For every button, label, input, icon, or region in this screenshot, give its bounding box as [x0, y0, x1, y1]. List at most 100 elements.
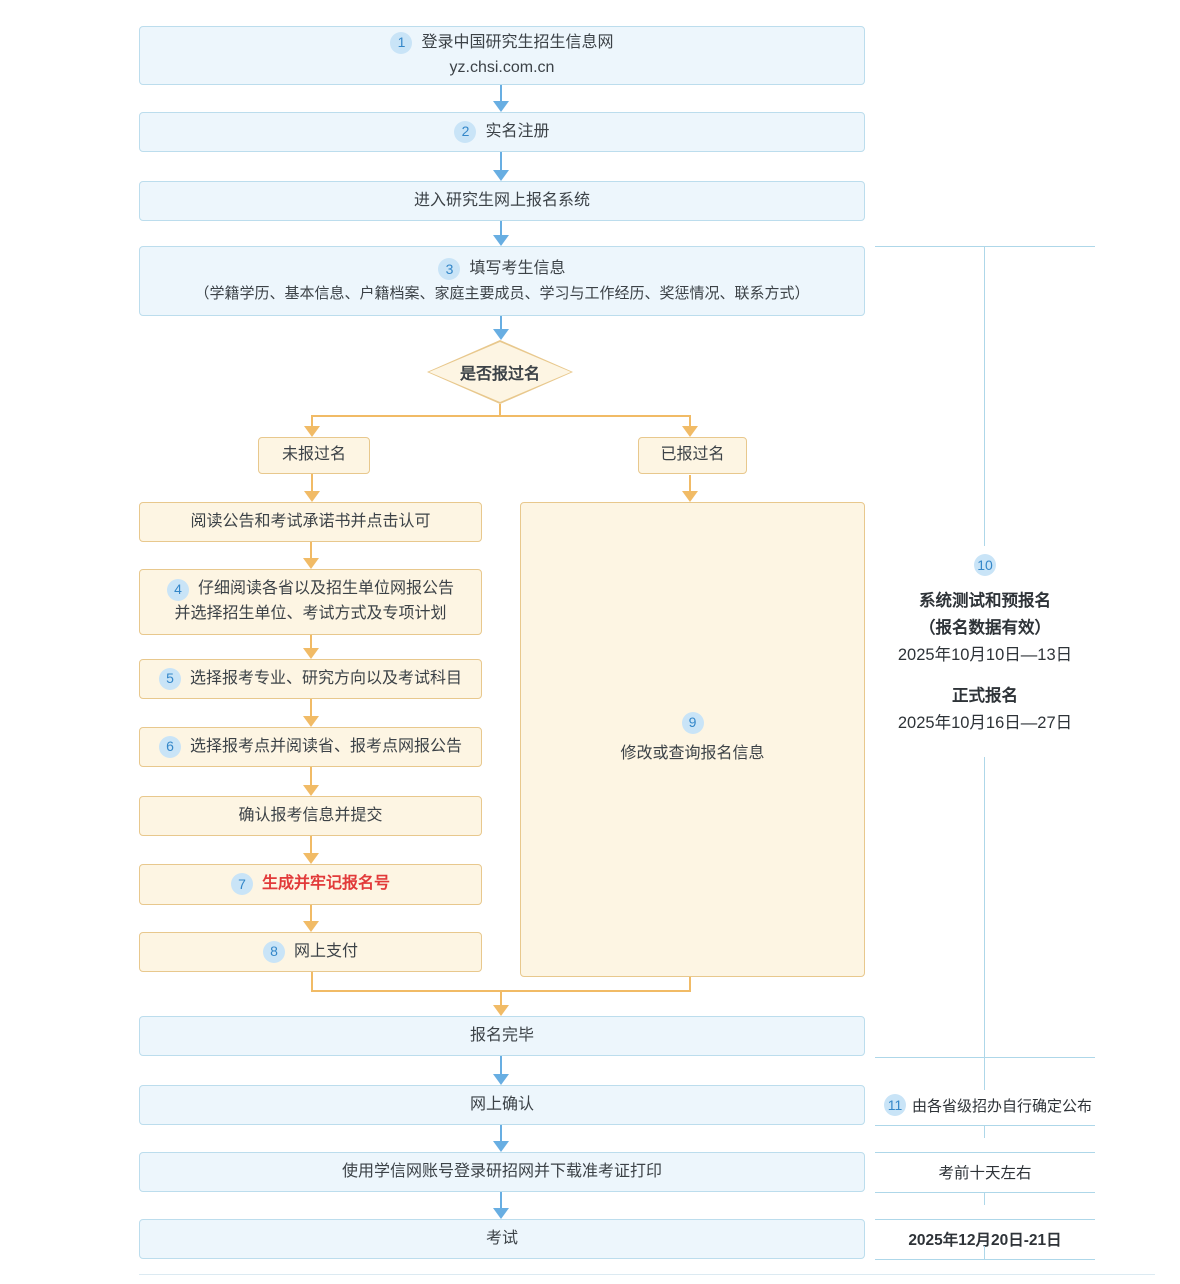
branch-registered-label: 已报过名 [660, 446, 725, 464]
flow-arrow-down-icon [303, 905, 319, 932]
step-enter-system-box: 进入研究生网上报名系统 [139, 181, 865, 221]
connector-line [310, 972, 314, 991]
step-fill-info-label: 填写考生信息 [469, 259, 566, 277]
flow-arrow-down-icon [303, 542, 319, 569]
annotation-note11: 11 由各省级招办自行确定公布 [884, 1092, 1092, 1118]
annotation-tick [984, 1125, 985, 1138]
step6-number-badge: 6 [158, 735, 181, 758]
exam-date-label: 2025年12月20日-21日 [908, 1232, 1062, 1249]
step-registration-done-box: 报名完毕 [139, 1016, 865, 1056]
step-download-ticket-label: 使用学信网账号登录研招网并下载准考证打印 [341, 1162, 662, 1180]
note11-label: 由各省级招办自行确定公布 [912, 1097, 1093, 1115]
branch-arrow-down-icon [304, 474, 320, 502]
step-confirm-submit-box: 确认报考信息并提交 [139, 796, 482, 836]
note10-date2: 2025年10月16日—27日 [897, 714, 1073, 732]
branch-not-registered-label: 未报过名 [281, 446, 346, 464]
connector-line [688, 977, 692, 991]
step1-number-badge: 1 [390, 32, 413, 55]
flow-arrow-down-icon [493, 316, 509, 340]
annotation-rule [875, 1259, 1095, 1260]
flow-arrow-down-icon [493, 1056, 509, 1085]
step-exam-box: 考试 [139, 1219, 865, 1259]
step8-number-badge: 8 [262, 940, 285, 963]
annotation-rule [875, 1057, 1095, 1058]
annotation-tick [984, 1192, 985, 1205]
step-pay-online-box: 8 网上支付 [139, 932, 482, 972]
step-download-ticket-box: 使用学信网账号登录研招网并下载准考证打印 [139, 1152, 865, 1192]
branch-arrow-down-icon [682, 415, 698, 437]
step-fill-info-box: 3 填写考生信息 （学籍学历、基本信息、户籍档案、家庭主要成员、学习与工作经历、… [139, 246, 865, 316]
annotation-spine [984, 757, 985, 1057]
step-register-label: 实名注册 [485, 122, 550, 140]
step-choose-site-box: 6 选择报考点并阅读省、报考点网报公告 [139, 727, 482, 767]
step-enter-system-label: 进入研究生网上报名系统 [413, 191, 590, 209]
step-online-confirm-label: 网上确认 [469, 1095, 534, 1113]
step-modify-query-box: 9 修改或查询报名信息 [520, 502, 865, 977]
flow-arrow-down-icon [303, 767, 319, 796]
note11-number-badge: 11 [884, 1094, 906, 1116]
flow-arrow-down-icon [303, 635, 319, 659]
annotation-rule [875, 1219, 1095, 1220]
site-url-label: yz.chsi.com.cn [449, 58, 555, 76]
step4-number-badge: 4 [166, 578, 189, 601]
branch-arrow-down-icon [304, 415, 320, 437]
flow-arrow-down-icon [303, 836, 319, 864]
annotation-rule [875, 1152, 1095, 1153]
flow-arrow-down-icon [493, 1192, 509, 1219]
step7-number-badge: 7 [230, 873, 253, 896]
confirm-time-label: 考前十天左右 [938, 1165, 1032, 1182]
annotation-rule [875, 1125, 1095, 1126]
step3-number-badge: 3 [438, 258, 461, 281]
annotation-rule [875, 246, 1095, 247]
flow-arrow-down-icon [493, 221, 509, 246]
step-pay-online-label: 网上支付 [293, 942, 358, 960]
step-online-confirm-box: 网上确认 [139, 1085, 865, 1125]
step-remember-number-label: 生成并牢记报名号 [261, 875, 390, 893]
note10-date1: 2025年10月10日—13日 [897, 646, 1073, 664]
branch-arrow-down-icon [682, 475, 698, 502]
annotation-confirm-time: 考前十天左右 [875, 1160, 1095, 1184]
branch-registered-box: 已报过名 [638, 437, 747, 474]
annotation-note10: 10 系统测试和预报名 （报名数据有效） 2025年10月10日—13日 正式报… [875, 554, 1095, 737]
connector-line [498, 404, 502, 416]
annotation-tick [984, 1246, 985, 1259]
step-register-box: 2 实名注册 [139, 112, 865, 152]
step-registration-done-label: 报名完毕 [469, 1026, 534, 1044]
step-choose-major-box: 5 选择报考专业、研究方向以及考试科目 [139, 659, 482, 699]
flow-arrow-down-icon [493, 1125, 509, 1152]
step-read-notice-box: 阅读公告和考试承诺书并点击认可 [139, 502, 482, 542]
decision-label: 是否报过名 [459, 366, 540, 383]
annotation-spine [984, 246, 985, 546]
step5-number-badge: 5 [158, 667, 181, 690]
bottom-divider [139, 1274, 1155, 1275]
note10-title1: 系统测试和预报名 [919, 592, 1051, 610]
step2-number-badge: 2 [454, 120, 477, 143]
flow-arrow-down-icon [493, 152, 509, 181]
annotation-rule [875, 1192, 1095, 1193]
step-choose-major-label: 选择报考专业、研究方向以及考试科目 [189, 669, 462, 687]
note10-number-badge: 10 [974, 554, 996, 576]
step9-number-badge: 9 [681, 712, 704, 735]
step-read-notice-label: 阅读公告和考试承诺书并点击认可 [190, 512, 431, 530]
note10-subtitle1: （报名数据有效） [919, 619, 1051, 637]
branch-not-registered-box: 未报过名 [258, 437, 370, 474]
connector-line [310, 989, 691, 992]
step-login-label: 登录中国研究生招生信息网 [421, 33, 614, 51]
step-read-bulletin-line2: 并选择招生单位、考试方式及专项计划 [174, 605, 447, 622]
step-read-bulletin-line1: 仔细阅读各省以及招生单位网报公告 [197, 580, 454, 598]
step-confirm-submit-label: 确认报考信息并提交 [238, 806, 383, 824]
annotation-tick [984, 1057, 985, 1090]
step-modify-query-label: 修改或查询报名信息 [620, 745, 765, 763]
connector-line [310, 414, 690, 417]
step-login-box: 1 登录中国研究生招生信息网 yz.chsi.com.cn [139, 26, 865, 85]
flow-arrow-down-icon [493, 85, 509, 112]
merge-arrow-down-icon [493, 991, 509, 1016]
annotation-exam-date: 2025年12月20日-21日 [875, 1227, 1095, 1251]
flow-arrow-down-icon [303, 699, 319, 727]
step-choose-site-label: 选择报考点并阅读省、报考点网报公告 [189, 737, 462, 755]
note10-title2: 正式报名 [952, 687, 1018, 705]
step-remember-number-box: 7 生成并牢记报名号 [139, 864, 482, 905]
step-fill-info-detail: （学籍学历、基本信息、户籍档案、家庭主要成员、学习与工作经历、奖惩情况、联系方式… [194, 284, 810, 302]
step-exam-label: 考试 [485, 1229, 518, 1247]
